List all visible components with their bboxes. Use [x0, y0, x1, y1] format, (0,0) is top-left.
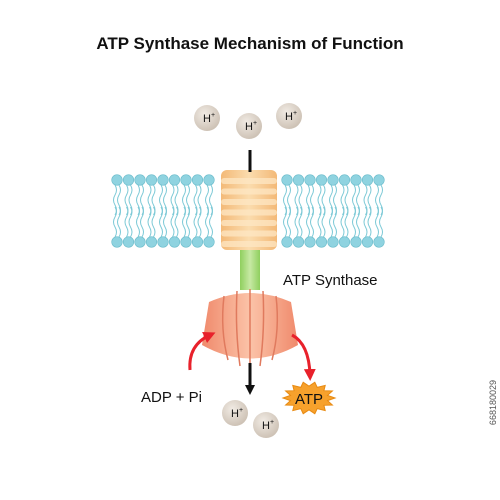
proton-bottom-left: H+ — [222, 400, 248, 426]
svg-text:H+: H+ — [285, 110, 297, 123]
diagram-title: ATP Synthase Mechanism of Function — [96, 34, 404, 53]
substrate-label: ADP + Pi — [141, 389, 202, 406]
membrane-channel — [221, 170, 277, 250]
adp-input-arrow — [188, 332, 216, 371]
atp-output-arrow — [291, 333, 316, 381]
proton-bottom-right: H+ — [253, 412, 279, 438]
proton-top-middle: H+ — [236, 113, 262, 139]
svg-text:H+: H+ — [203, 112, 215, 125]
svg-text:H+: H+ — [245, 120, 257, 133]
enzyme-stalk — [240, 250, 260, 290]
enzyme-label: ATP Synthase — [283, 272, 378, 289]
proton-top-right: H+ — [276, 103, 302, 129]
atp-product-burst: ATP — [281, 381, 337, 415]
lipid-bilayer — [111, 174, 385, 248]
svg-text:H+: H+ — [231, 407, 243, 420]
stock-id-text: 668180029 — [488, 380, 498, 426]
proton-top-left: H+ — [194, 105, 220, 131]
svg-text:ATP: ATP — [295, 391, 323, 408]
svg-text:H+: H+ — [262, 419, 274, 432]
enzyme-head — [202, 289, 298, 368]
